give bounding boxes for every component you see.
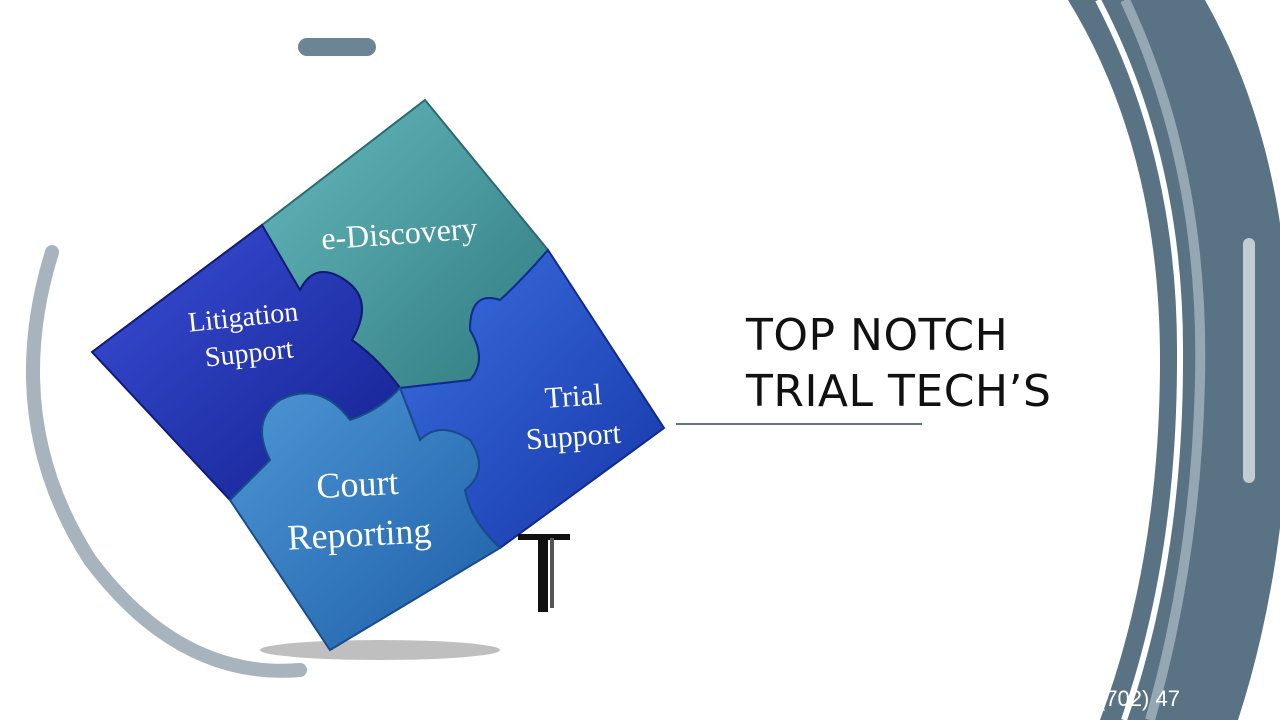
puzzle-label-reporting: Reporting [286, 510, 432, 557]
slide-title: TOP NOTCH TRIAL TECH’S [746, 308, 1066, 420]
puzzle-shadow [260, 640, 500, 660]
right-arc-highlight [1095, 0, 1184, 720]
title-underline [676, 423, 922, 425]
top-pill [298, 38, 376, 56]
right-edge-bar [1243, 238, 1255, 483]
title-line-1: TOP NOTCH [746, 310, 1009, 361]
text-cursor-icon [518, 534, 570, 612]
left-arc [25, 245, 307, 678]
right-arc-inner [1120, 0, 1206, 720]
puzzle-piece-court-reporting [228, 386, 502, 652]
right-arc-band [1068, 0, 1280, 720]
title-line-2: TRIAL TECH’S [746, 366, 1052, 417]
puzzle-label-trial: Trial [544, 378, 603, 415]
puzzle-label-trial-support: Support [525, 417, 623, 457]
footer-company-text: LITI [210, 688, 245, 710]
footer-phone-text: (702) 47 [1098, 686, 1180, 711]
puzzle-label-court: Court [315, 462, 399, 506]
